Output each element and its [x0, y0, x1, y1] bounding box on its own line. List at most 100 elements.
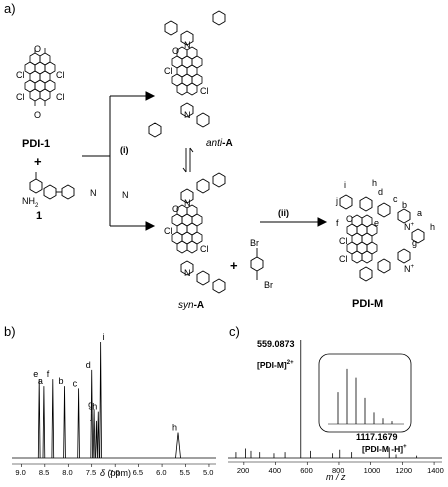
- proton-label-a: a: [417, 208, 423, 218]
- n-label: N: [184, 198, 191, 208]
- proton-label-d: d: [378, 187, 384, 197]
- cl-label: Cl: [16, 92, 25, 102]
- ms-tick-label: 200: [237, 466, 250, 475]
- nmr-peak-label: a: [38, 376, 43, 386]
- anti-a-suffix: -A: [222, 138, 233, 149]
- nmr-peak-label: h: [172, 422, 177, 432]
- nmr-tick-label: 5.0: [203, 468, 213, 477]
- n-plus-label: N+: [404, 264, 414, 274]
- nmr-peak: [99, 341, 102, 459]
- nh2-text: NH: [22, 196, 35, 206]
- mass-spectrum: 200 400 600 800 1000 1200 1400: [228, 340, 444, 475]
- syn-a-structure: [171, 172, 226, 294]
- pdim-label: PDI-M: [352, 298, 384, 310]
- proton-label-e: e: [374, 218, 380, 228]
- cl-label: Cl: [339, 254, 348, 264]
- ms-tick-label: 1400: [427, 466, 444, 475]
- n-label: N: [184, 40, 191, 50]
- ms-tick-label: 600: [300, 466, 313, 475]
- nmr-peak-label: j: [89, 411, 92, 421]
- cl-label: Cl: [164, 66, 173, 76]
- n-label: N: [90, 188, 97, 198]
- n-label: N: [122, 190, 129, 200]
- panel-a-label: a): [4, 1, 16, 16]
- pdi1-label: PDI-1: [22, 138, 51, 150]
- n-label: N: [184, 268, 191, 278]
- nmr-peak: [51, 379, 55, 459]
- proton-label-b: b: [402, 200, 408, 210]
- delta-symbol: δ: [100, 468, 106, 478]
- cl-label: Cl: [164, 226, 173, 236]
- ms-trace: [228, 340, 442, 459]
- cl-label: Cl: [200, 86, 209, 96]
- proton-label-g: g: [412, 238, 418, 248]
- syn-word: syn: [178, 300, 194, 311]
- o-label: O: [346, 214, 354, 224]
- ms-tick-label: 800: [332, 466, 345, 475]
- nmr-peak: [96, 411, 100, 459]
- dibromoxylene-structure: [250, 248, 264, 280]
- ms-peak1-formula: [PDI-M]: [257, 360, 287, 370]
- ms-axis: 200 400 600 800 1000 1200 1400: [228, 461, 444, 475]
- ms-peak1-species: [PDI-M]2+: [257, 360, 294, 370]
- cl-label: Cl: [56, 92, 65, 102]
- proton-label-j: j: [336, 196, 338, 206]
- plus-sign-2: +: [230, 258, 238, 273]
- equilibrium-arrows: [182, 147, 194, 173]
- ms-tick-label: 1200: [395, 466, 412, 475]
- proton-label-f: f: [336, 218, 339, 228]
- br-top: Br: [250, 238, 259, 248]
- ms-tick-label: 1000: [364, 466, 381, 475]
- ms-x-axis-label: m / z: [326, 472, 346, 482]
- compound1-structure: [29, 172, 75, 200]
- nmr-peak-label: e: [33, 369, 38, 379]
- ms-peak2-charge: +: [403, 444, 407, 451]
- panel-b-label: b): [4, 324, 16, 339]
- reaction-scheme: [24, 10, 425, 294]
- ms-peak2-value: 1117.1679: [356, 432, 398, 442]
- nmr-tick-label: 6.0: [156, 468, 166, 477]
- ms-peak1-value: 559.0873: [257, 339, 295, 349]
- nmr-peak: [90, 369, 94, 459]
- proton-label-h: h: [372, 178, 378, 188]
- ms-tick-label: 400: [269, 466, 282, 475]
- cl-label: Cl: [200, 244, 209, 254]
- n-plus-atom: N: [404, 222, 411, 232]
- nmr-peak-label: i: [103, 332, 105, 342]
- inset-frame: [318, 353, 412, 433]
- nmr-peak: [95, 420, 98, 459]
- o-label: O: [34, 110, 42, 120]
- n-plus-label: N+: [404, 222, 414, 232]
- ppm-unit: (ppm): [105, 468, 132, 478]
- nmr-tick-label: 8.5: [39, 468, 49, 477]
- syn-a-label: syn-A: [178, 300, 204, 311]
- nmr-peak-label: b: [59, 376, 64, 386]
- proton-label-i: i: [344, 180, 346, 190]
- n-plus-charge: +: [410, 264, 415, 270]
- nmr-tick-label: 7.0: [109, 468, 119, 477]
- o-label: O: [34, 44, 42, 54]
- nmr-peak-label: h: [92, 402, 97, 412]
- n-plus-charge: +: [410, 222, 415, 228]
- branch-arrows: [82, 91, 156, 231]
- n-label: N: [184, 110, 191, 120]
- nmr-peak: [77, 388, 80, 459]
- ms-peak2-species: [PDI-M -H]+: [362, 444, 407, 454]
- nh2-label: NH2: [22, 196, 38, 209]
- nmr-peak: [92, 409, 96, 459]
- nmr-tick-label: 6.5: [133, 468, 143, 477]
- nmr-tick-label: 7.5: [86, 468, 96, 477]
- nmr-peak-label: g: [88, 399, 93, 409]
- proton-label-h: h: [430, 222, 436, 232]
- arrow-step-ii: [260, 217, 328, 227]
- o-label: O: [172, 204, 180, 214]
- anti-word: anti: [206, 138, 223, 149]
- cl-label: Cl: [339, 236, 348, 246]
- nmr-peak: [42, 386, 46, 459]
- n-plus-atom: N: [404, 264, 411, 274]
- o-label: O: [172, 46, 180, 56]
- step-i-label: (i): [120, 145, 129, 155]
- syn-a-suffix: -A: [193, 300, 205, 311]
